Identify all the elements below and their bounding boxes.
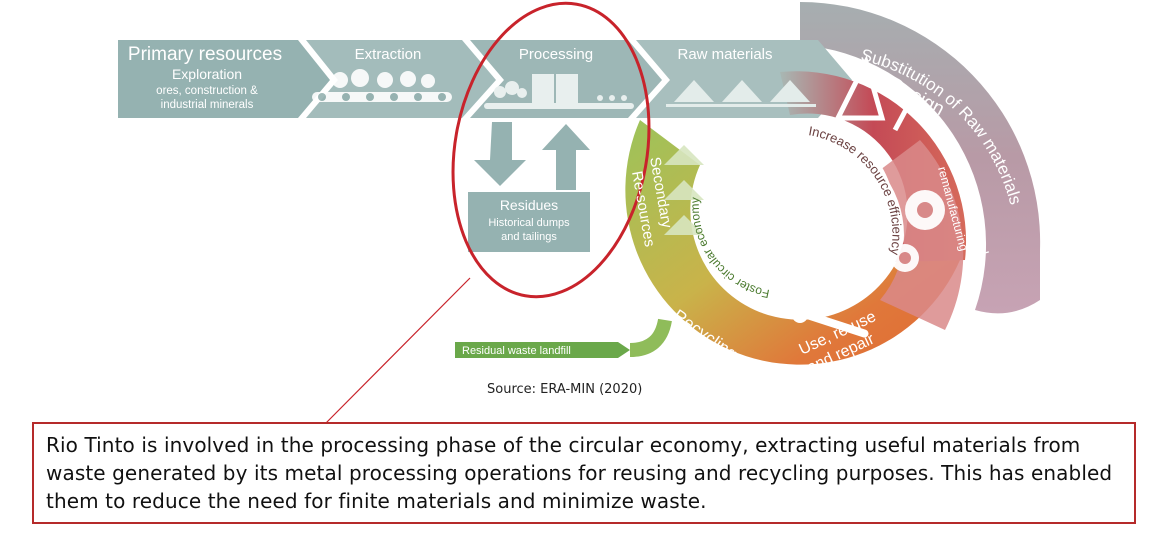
extraction-conveyor-icon (312, 69, 452, 102)
landfill-label: Residual waste landfill (462, 345, 571, 357)
processing-highlight-ellipse (451, 1, 651, 299)
cycle-ring-lower (625, 120, 960, 365)
primary-resources-sub2: ores, construction & (156, 85, 258, 97)
substitution-arc (800, 1, 1041, 314)
primary-resources-sub1: Exploration (172, 66, 242, 82)
recycling-connector (629, 318, 672, 357)
caption-text: Rio Tinto is involved in the processing … (46, 433, 1113, 513)
secondary-piles-icon (664, 145, 704, 235)
caption-box: Rio Tinto is involved in the processing … (32, 422, 1136, 524)
processing-label: Processing (519, 46, 593, 63)
residues-box (468, 192, 590, 252)
primary-resources-title: Primary resources (128, 44, 282, 65)
raw-materials-label: Raw materials (677, 46, 772, 63)
residues-line1: Historical dumps (488, 217, 570, 229)
wrench-icon (792, 307, 869, 338)
source-note: Source: ERA-MIN (2020) (487, 382, 643, 397)
design-icon (833, 55, 927, 132)
production-segment (880, 140, 964, 330)
residue-arrows (474, 122, 590, 190)
pointer-line (324, 277, 471, 425)
gears-icon (891, 190, 945, 272)
raw-materials-piles-icon (666, 80, 816, 107)
cycle-center (705, 120, 895, 310)
residues-title: Residues (500, 197, 558, 213)
extraction-label: Extraction (355, 46, 422, 63)
primary-resources-sub3: industrial minerals (161, 99, 254, 111)
residues-line2: and tailings (501, 231, 557, 243)
processing-machine-icon (484, 74, 634, 109)
landfill-arrow (455, 342, 630, 358)
